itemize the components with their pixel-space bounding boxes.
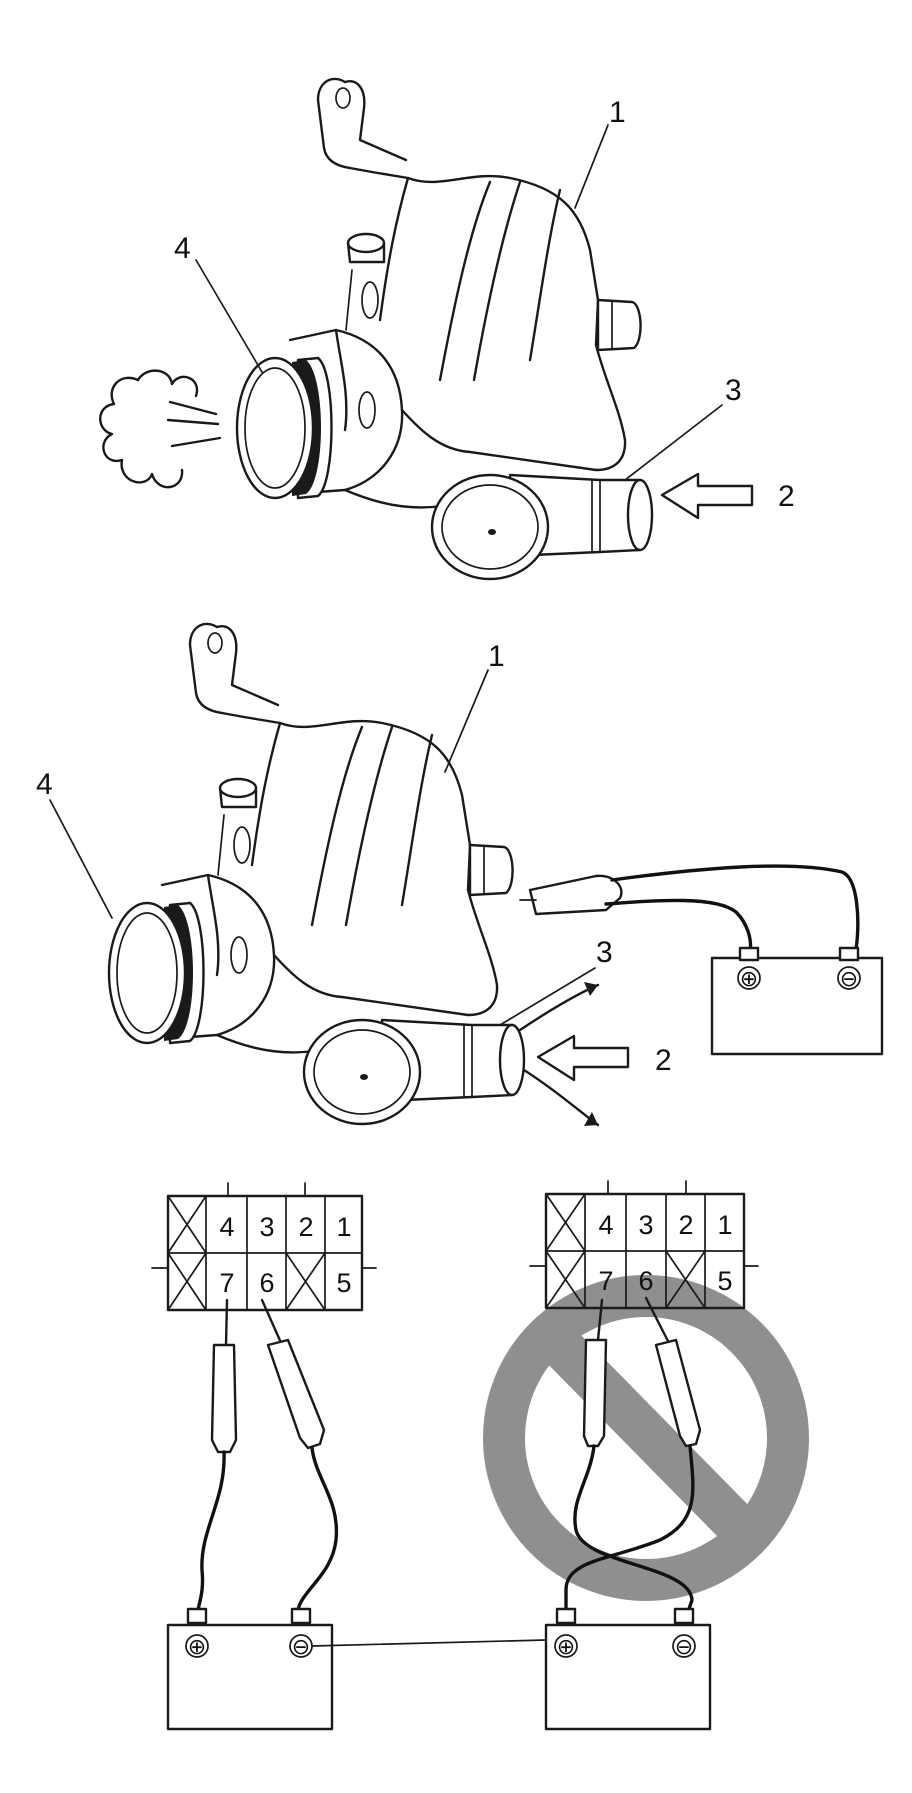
callout-mid-2: 2 [655,1044,672,1077]
connector-right-pin-7: 7 [598,1266,613,1296]
connector-right-pin-5: 5 [717,1266,732,1296]
connector-left-pin-2: 2 [298,1212,313,1242]
connector-left-pin-1: 1 [336,1212,351,1242]
callout-top-4: 4 [174,232,191,265]
callout-top-2: 2 [778,480,795,513]
panel-air-test [235,77,654,581]
connector-left-pin-7: 7 [219,1268,234,1298]
callout-top-3: 3 [725,374,742,407]
connector-right-pin-1: 1 [717,1210,732,1240]
pressure-arrow-top [660,472,754,520]
connector-left-pin-4: 4 [219,1212,234,1242]
battery-bottom-right: ⊕ ⊖ [544,1607,712,1731]
callout-mid-1: 1 [488,640,505,673]
air-cloud-icon [99,369,222,489]
connector-right-pin-4: 4 [598,1210,613,1240]
harness-plug [519,864,860,954]
battery-right-negative: ⊖ [675,1635,693,1660]
connector-right-pin-3: 3 [638,1210,653,1240]
air-flow-arrows [518,982,600,1127]
prohibition-sign-icon [483,1275,809,1601]
battery-mid-negative: ⊖ [840,967,858,992]
connector-left-pin-5: 5 [336,1268,351,1298]
callout-mid-3: 3 [596,936,613,969]
pressure-arrow-mid [536,1034,630,1082]
probes-right [564,1296,702,1614]
connector-right [529,1180,759,1310]
battery-right-positive: ⊕ [557,1635,575,1660]
battery-mid-positive: ⊕ [740,967,758,992]
panel2-leaders [49,669,596,1026]
connector-right-pin-2: 2 [678,1210,693,1240]
connector-left-pin-3: 3 [259,1212,274,1242]
battery-left-negative: ⊖ [292,1635,310,1660]
connector-left-pin-6: 6 [259,1268,274,1298]
panel1-leaders [195,124,723,481]
connector-right-pin-6: 6 [638,1266,653,1296]
callout-top-1: 1 [609,96,626,129]
battery-bottom-left: ⊕ ⊖ [166,1607,334,1731]
connector-left [151,1182,377,1312]
battery-left-positive: ⊕ [188,1635,206,1660]
callout-mid-4: 4 [36,768,53,801]
panel-energized-test [107,622,526,1126]
battery-mid: ⊕ ⊖ [710,946,884,1056]
battery-link-line [311,1639,547,1647]
probes-left [196,1298,339,1612]
